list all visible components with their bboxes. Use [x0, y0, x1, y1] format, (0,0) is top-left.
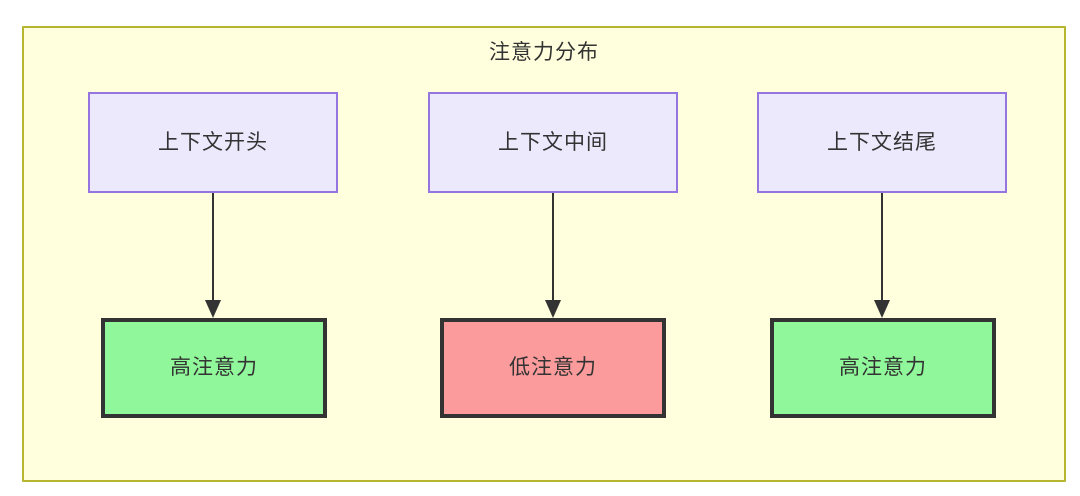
node-context-start[interactable]: 上下文开头	[88, 92, 338, 193]
node-attention-end[interactable]: 高注意力	[770, 318, 996, 418]
node-context-end[interactable]: 上下文结尾	[757, 92, 1007, 193]
node-attention-start[interactable]: 高注意力	[101, 318, 327, 418]
cluster-title: 注意力分布	[489, 41, 599, 64]
node-attention-middle[interactable]: 低注意力	[440, 318, 666, 418]
node-context-middle[interactable]: 上下文中间	[428, 92, 678, 193]
